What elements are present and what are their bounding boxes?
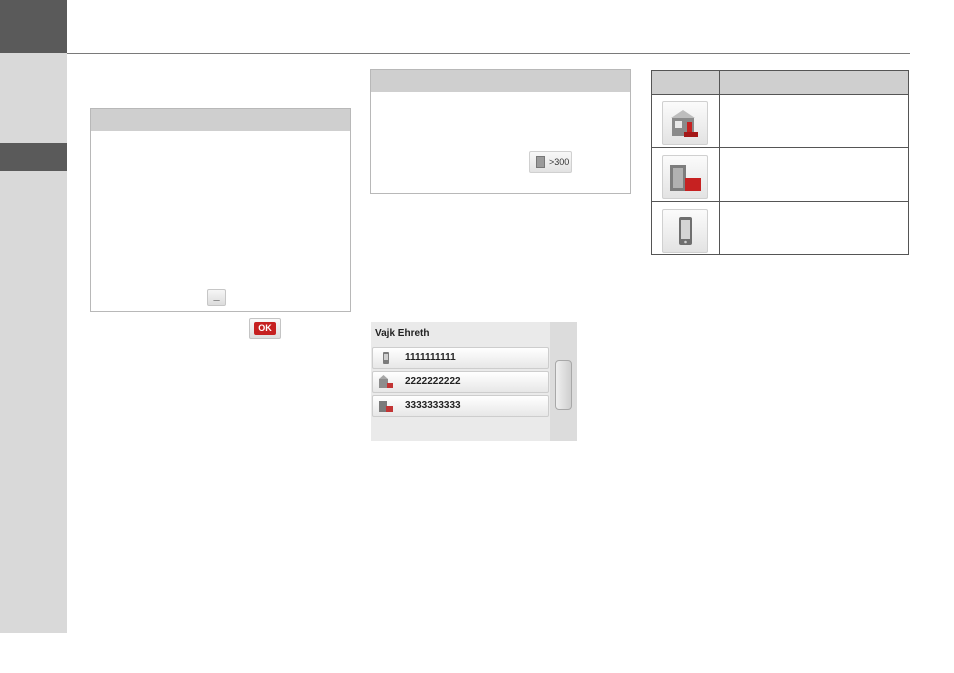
note-box-header	[91, 109, 350, 131]
contact-detail-screen: Vajk Ehreth 1111111111 2222222222 333333…	[371, 322, 577, 441]
document-icon	[536, 156, 545, 168]
row-divider	[652, 201, 908, 202]
icon-table	[651, 70, 909, 255]
phone-entry-row[interactable]: 3333333333	[372, 395, 549, 417]
more-entries-label: >300	[549, 157, 570, 167]
home-phone-icon	[379, 375, 393, 388]
mobile-phone-icon	[679, 217, 692, 245]
corner-block	[0, 0, 67, 53]
phone-number: 1111111111	[405, 352, 456, 363]
table-row-icon	[662, 155, 708, 199]
note-box-2-header	[371, 70, 630, 92]
ok-button[interactable]: OK	[249, 318, 281, 339]
note-box	[90, 108, 351, 312]
row-divider	[652, 147, 908, 148]
header-rule	[67, 53, 910, 54]
note-box-2	[370, 69, 631, 194]
sidebar	[0, 0, 67, 633]
phone-number: 2222222222	[405, 376, 461, 387]
contact-name: Vajk Ehreth	[375, 328, 430, 339]
home-phone-icon	[671, 110, 698, 137]
ok-button-label: OK	[254, 322, 276, 335]
work-phone-icon	[670, 165, 701, 191]
table-header	[652, 71, 908, 95]
phone-entry-row[interactable]: 1111111111	[372, 347, 549, 369]
phone-number: 3333333333	[405, 400, 461, 411]
table-row-icon	[662, 101, 708, 145]
phone-entry-row[interactable]: 2222222222	[372, 371, 549, 393]
section-tab-marker	[0, 143, 67, 171]
mobile-phone-icon	[383, 352, 389, 364]
work-phone-icon	[379, 401, 393, 412]
underscore-key-button[interactable]: _	[207, 289, 226, 306]
table-row-icon	[662, 209, 708, 253]
more-entries-button[interactable]: >300	[529, 151, 572, 173]
scrollbar-thumb[interactable]	[555, 360, 572, 410]
column-divider	[719, 71, 720, 254]
